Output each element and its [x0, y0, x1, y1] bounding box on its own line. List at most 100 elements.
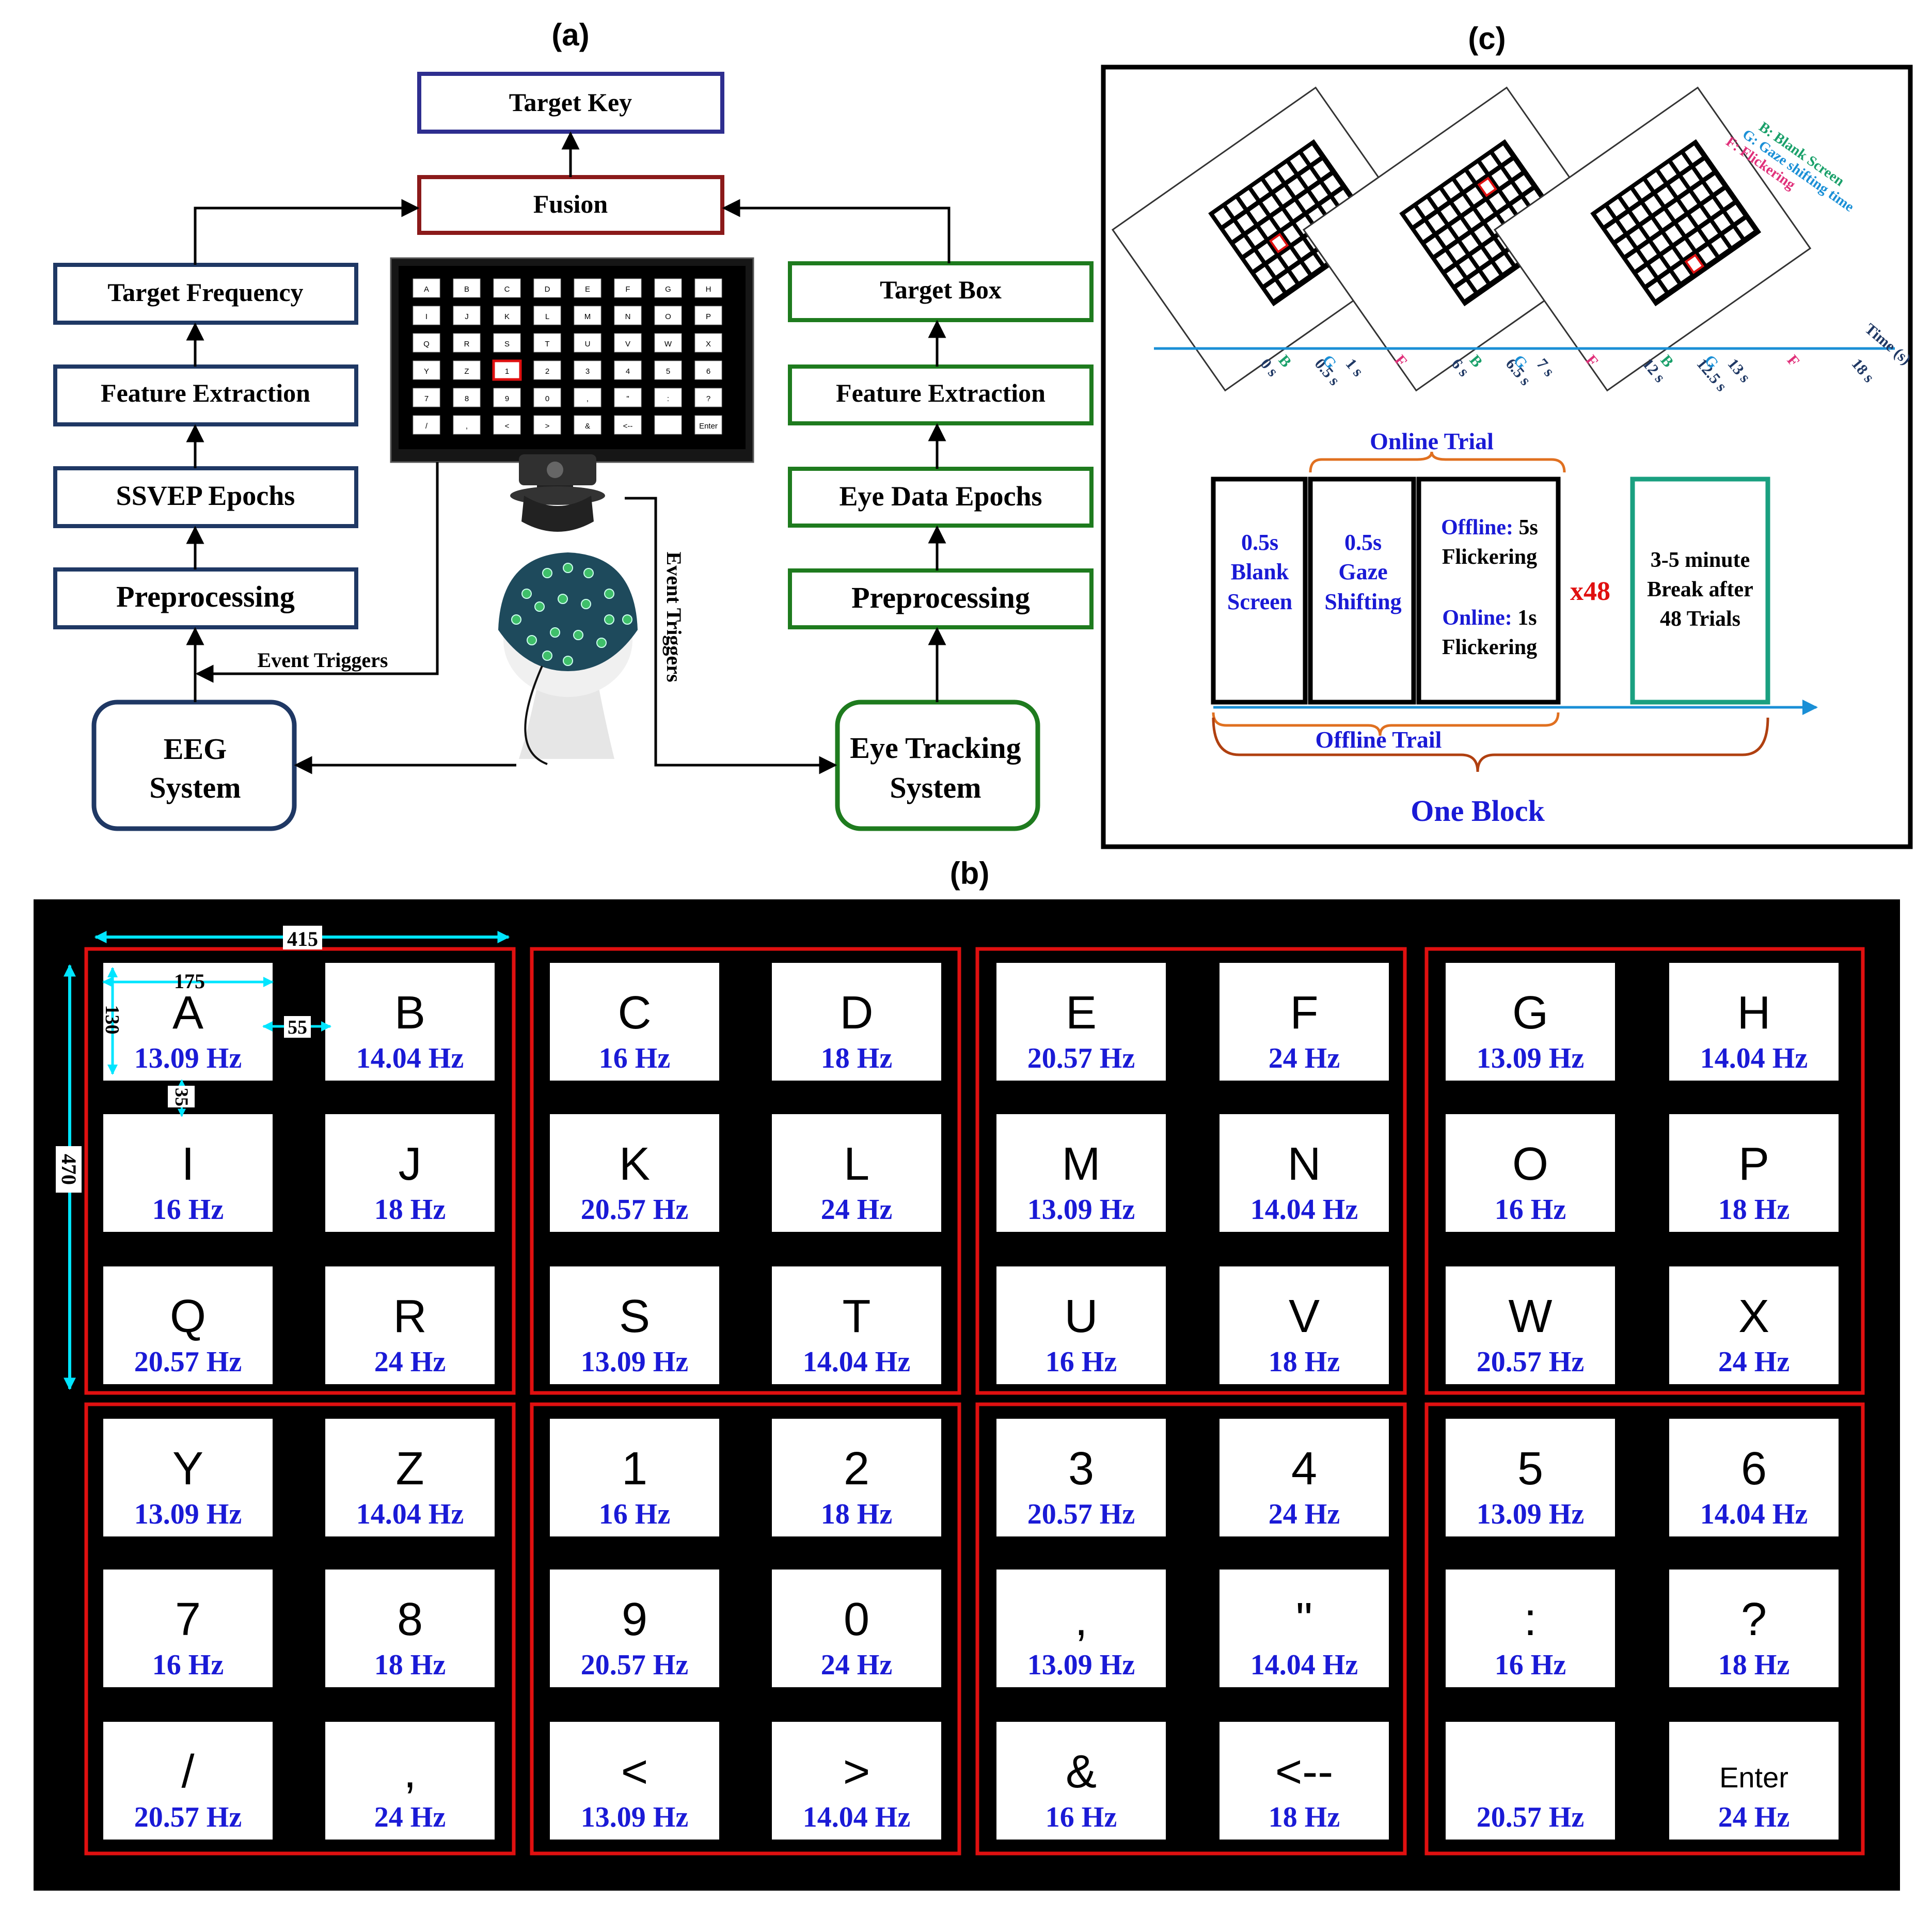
key-cell: [1669, 1722, 1839, 1840]
key-char: Y: [172, 1443, 203, 1495]
screen-key: [1716, 189, 1733, 208]
screen-key: [1652, 234, 1670, 252]
screen-key: [1466, 187, 1483, 205]
key-char: 0: [844, 1594, 869, 1645]
offline-trail-brace: [1212, 712, 1560, 736]
screen-key: [1642, 219, 1659, 237]
monitor-key-label: N: [625, 312, 631, 321]
screen-key: [1417, 199, 1435, 217]
electrode: [622, 614, 632, 625]
key-char: 2: [844, 1443, 869, 1495]
screen-key: [1440, 204, 1458, 223]
monitor-key-label: 8: [465, 394, 469, 403]
monitor-key: [574, 306, 601, 325]
screen-key: [1484, 240, 1502, 258]
screen-key: [1701, 223, 1718, 240]
monitor-key: [654, 333, 682, 353]
key-frequency: 13.09 Hz: [581, 1801, 688, 1833]
monitor-key: [533, 333, 561, 353]
key-cell: [996, 1722, 1166, 1840]
key-char: T: [843, 1291, 871, 1342]
key-cell: [1446, 1570, 1615, 1687]
screen-key: [1621, 189, 1639, 208]
dim-470-label: 470: [57, 1154, 81, 1185]
key-frequency: 16 Hz: [1046, 1801, 1117, 1833]
screen-key: [1724, 228, 1741, 246]
gaze-line-1: 0.5s: [1344, 530, 1382, 555]
key-frequency: 13.09 Hz: [1477, 1498, 1584, 1530]
right-chain-label-2: Eye Data Epochs: [839, 481, 1042, 512]
screen-key: [1451, 219, 1468, 237]
monitor-screen: [399, 266, 746, 449]
screen-key: [1685, 145, 1702, 163]
screen-key: [1277, 163, 1295, 181]
monitor-key: [453, 306, 481, 325]
key-frequency: 18 Hz: [1269, 1801, 1340, 1833]
screen-key: [1673, 264, 1690, 282]
screen-key: [1477, 177, 1497, 197]
key-cell: [772, 1722, 941, 1840]
screen-key: [1224, 223, 1242, 240]
screen-key: [1323, 175, 1341, 193]
tilted-screen-0: [1111, 86, 1430, 392]
screen-key: [1471, 249, 1489, 267]
screen-key: [1684, 253, 1705, 274]
key-char: V: [1289, 1291, 1320, 1342]
screen-key: [1692, 184, 1710, 202]
dim-130-label: 130: [101, 1005, 123, 1035]
key-frequency: 13.09 Hz: [1477, 1042, 1584, 1074]
screen-key: [1255, 267, 1273, 284]
electrode: [581, 599, 591, 609]
electrode: [558, 594, 568, 604]
monitor-key: [453, 360, 481, 380]
screen-key: [1268, 258, 1286, 276]
key-cell: [550, 963, 719, 1081]
tilted-screen-1: [1302, 86, 1621, 392]
monitor-key-label: Z: [464, 367, 469, 376]
dim-415-tag: [283, 926, 322, 949]
screen-key: [1239, 189, 1257, 208]
monitor-key: [574, 415, 601, 435]
monitor-key-label: <: [505, 422, 510, 431]
monitor-key: [533, 388, 561, 407]
screen-key: [1464, 211, 1481, 229]
blank-line-3: Screen: [1227, 589, 1292, 614]
screen-key: [1459, 258, 1477, 276]
tilted-screens: [1111, 86, 1812, 392]
key-frequency: 18 Hz: [821, 1042, 892, 1074]
panel-c: B: Blank Screen G: Gaze shifting time F:…: [1101, 65, 1914, 849]
key-frequency: 16 Hz: [152, 1194, 224, 1226]
monitor-key-label: 1: [505, 367, 509, 376]
screen-key: [1446, 267, 1464, 284]
key-frequency: 24 Hz: [1718, 1801, 1790, 1833]
screen-key: [1260, 219, 1277, 237]
monitor-key-label: V: [625, 340, 630, 348]
monitor-key: [413, 333, 440, 353]
monitor-key-label: ": [626, 394, 629, 403]
key-frequency: 24 Hz: [374, 1801, 446, 1833]
screen-key: [1258, 243, 1275, 261]
key-frequency: 16 Hz: [1495, 1194, 1566, 1226]
screen-key: [1262, 196, 1280, 214]
key-frequency: 24 Hz: [821, 1194, 892, 1226]
monitor-key-label: Enter: [699, 422, 718, 431]
break-line-3: 48 Trials: [1660, 607, 1740, 631]
screen-key: [1405, 208, 1422, 226]
monitor-key-label: L: [545, 312, 549, 321]
key-frequency: 18 Hz: [821, 1498, 892, 1530]
event-triggers-right-label: Event Triggers: [662, 552, 686, 683]
screen-key: [1468, 163, 1486, 181]
screen-key: [1455, 172, 1473, 190]
key-frequency: 18 Hz: [1718, 1649, 1790, 1681]
key-char: 7: [175, 1594, 201, 1645]
key-char: 9: [622, 1594, 647, 1645]
monitor-key-label: >: [545, 422, 550, 431]
screen-key: [1646, 172, 1664, 190]
screen-key: [1491, 169, 1509, 187]
key-char: I: [181, 1138, 194, 1190]
event-trigger-left-arrow: [195, 462, 439, 683]
screen-key: [1214, 208, 1231, 226]
monitor-key: [614, 333, 642, 353]
